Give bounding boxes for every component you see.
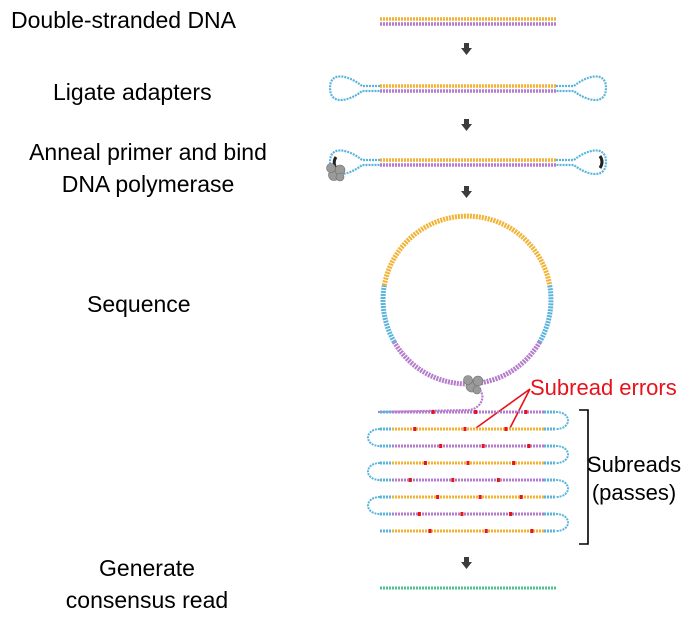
subread-error-mark xyxy=(504,427,508,431)
subread-error-pointers xyxy=(475,388,531,429)
subread-error-mark xyxy=(478,495,482,499)
nascent-strand-exit xyxy=(377,389,484,414)
subread-error-mark xyxy=(428,529,432,533)
subread-error-mark xyxy=(413,427,417,431)
subreads-label-line1: Subreads xyxy=(586,452,682,477)
subread-error-mark xyxy=(474,410,478,414)
subread-errors-label: Subread errors xyxy=(530,375,677,400)
subread-error-mark xyxy=(408,478,412,482)
subread-error-mark xyxy=(431,410,435,414)
circular-template xyxy=(377,213,554,414)
subreads-bracket xyxy=(579,409,589,545)
subread-error-mark xyxy=(463,427,467,431)
primed-left-adapter xyxy=(328,149,380,176)
subread-turn-right xyxy=(555,411,569,430)
subreads-label: Subreads (passes) xyxy=(582,451,686,507)
subread-error-mark xyxy=(509,512,513,516)
subread-turn-right xyxy=(555,479,569,498)
step-label-double-stranded-dna: Double-stranded DNA xyxy=(11,7,237,33)
subread-error-mark xyxy=(481,444,485,448)
subread-turn-right xyxy=(555,445,569,464)
arrow-2 xyxy=(461,119,472,131)
right-adapter-hairpin xyxy=(556,75,608,102)
step-label-ligate-adapters: Ligate adapters xyxy=(53,79,212,105)
arrow-3 xyxy=(461,186,472,198)
step-label-anneal-line2: DNA polymerase xyxy=(61,171,235,197)
subread-error-mark xyxy=(512,461,516,465)
subread-turn-left xyxy=(367,496,381,515)
subread-error-mark xyxy=(417,512,421,516)
circle-insert-arc xyxy=(381,213,553,286)
subread-error-mark xyxy=(423,461,427,465)
step-label-anneal-primer: Anneal primer and bind DNA polymerase xyxy=(2,136,294,200)
step-label-generate-line2: consensus read xyxy=(65,587,229,613)
subread-error-mark xyxy=(524,410,528,414)
step-label-sequence: Sequence xyxy=(87,291,191,317)
subread-error-mark xyxy=(484,529,488,533)
subread-error-mark xyxy=(451,478,455,482)
step-label-generate-consensus: Generate consensus read xyxy=(36,552,258,616)
subread-error-mark xyxy=(460,512,464,516)
subread-error-mark xyxy=(436,495,440,499)
subread-error-mark xyxy=(530,529,534,533)
subread-error-mark xyxy=(439,444,443,448)
subread-error-mark xyxy=(466,461,470,465)
subread-turn-right xyxy=(555,513,569,532)
subread-error-mark xyxy=(527,444,531,448)
primed-right-adapter xyxy=(556,149,608,176)
arrow-4 xyxy=(461,557,472,569)
circle-adapter-arc-left xyxy=(380,284,397,344)
subread-turn-left xyxy=(367,462,381,481)
subreads-label-line2: (passes) xyxy=(591,480,677,505)
smrtbell-template xyxy=(328,75,608,102)
subread-error-mark xyxy=(519,495,523,499)
dsdna-molecule xyxy=(380,17,556,26)
step-label-generate-line1: Generate xyxy=(99,555,195,581)
circle-adapter-arc-right xyxy=(537,284,554,344)
polymerase-1 xyxy=(326,163,346,182)
left-adapter-hairpin xyxy=(328,75,380,102)
primed-template xyxy=(326,149,608,182)
subread-turn-left xyxy=(367,428,381,447)
arrow-1 xyxy=(461,43,472,55)
subread-error-mark xyxy=(496,478,500,482)
right-primer xyxy=(598,155,604,169)
polymerase-2 xyxy=(463,375,484,395)
step-label-anneal-line1: Anneal primer and bind xyxy=(29,139,267,165)
subreads-serpentine xyxy=(367,410,569,533)
